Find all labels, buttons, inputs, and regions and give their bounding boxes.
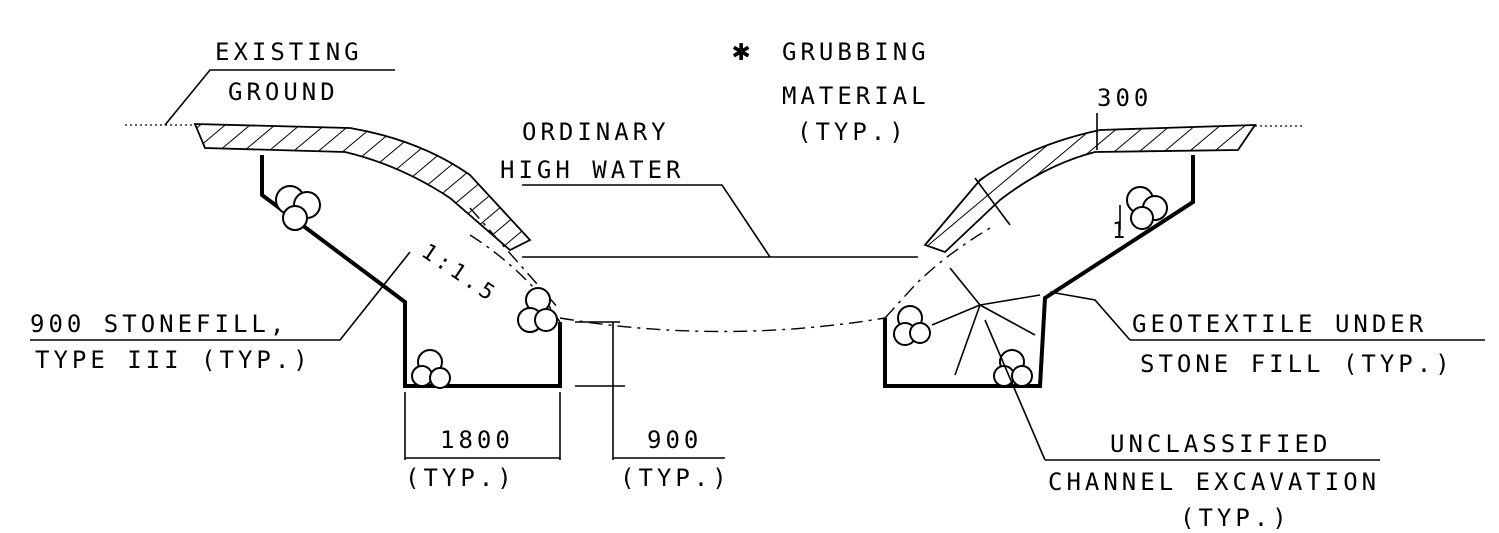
left-stonefill-outline — [260, 155, 562, 388]
svg-text:(TYP.): (TYP.) — [405, 464, 516, 492]
dimension-1800-label: 1800 (TYP.) — [405, 426, 516, 492]
svg-text:900 STONEFILL,: 900 STONEFILL, — [30, 310, 288, 338]
svg-text:STONE FILL (TYP.): STONE FILL (TYP.) — [1140, 350, 1454, 378]
svg-text:GROUND: GROUND — [228, 78, 339, 106]
dimension-900-label: 900 (TYP.) — [620, 426, 731, 492]
leader-lines — [30, 69, 1485, 461]
slope-marker-label: 1 — [1112, 219, 1129, 244]
left-stones — [275, 185, 558, 389]
right-stones — [893, 186, 1168, 387]
stonefill-label: 900 STONEFILL, TYPE III (TYP.) — [30, 310, 312, 374]
svg-text:1800: 1800 — [440, 426, 514, 454]
svg-text:MATERIAL: MATERIAL — [782, 82, 930, 110]
svg-text:900: 900 — [647, 426, 702, 454]
grubbing-material-label: ✱ GRUBBING MATERIAL (TYP.) — [732, 33, 930, 146]
svg-text:(TYP.): (TYP.) — [1180, 504, 1291, 532]
svg-text:HIGH WATER: HIGH WATER — [500, 156, 685, 184]
slope-ratio-label: 1:1.5 — [417, 239, 502, 308]
svg-text:CHANNEL EXCAVATION: CHANNEL EXCAVATION — [1048, 468, 1380, 496]
existing-ground-label: EXISTING GROUND — [215, 38, 363, 106]
geotextile-label: GEOTEXTILE UNDER STONE FILL (TYP.) — [1132, 310, 1454, 378]
asterisk-icon: ✱ — [732, 33, 754, 68]
ordinary-high-water-label: ORDINARY HIGH WATER — [500, 118, 685, 184]
svg-text:GEOTEXTILE UNDER: GEOTEXTILE UNDER — [1132, 310, 1427, 338]
svg-text:(TYP.): (TYP.) — [620, 464, 731, 492]
svg-text:GRUBBING: GRUBBING — [782, 38, 930, 66]
right-stonefill-outline — [883, 155, 1195, 388]
svg-text:EXISTING: EXISTING — [215, 38, 363, 66]
existing-ground-line — [125, 124, 1305, 127]
unclassified-excavation-label: UNCLASSIFIED CHANNEL EXCAVATION (TYP.) — [1048, 430, 1380, 532]
svg-text:ORDINARY: ORDINARY — [522, 118, 670, 146]
svg-text:UNCLASSIFIED: UNCLASSIFIED — [1110, 430, 1331, 458]
svg-text:(TYP.): (TYP.) — [797, 118, 908, 146]
dimension-lines — [404, 321, 725, 460]
left-grubbing-hatch — [193, 123, 532, 252]
right-grubbing-hatch — [923, 124, 1257, 254]
svg-text:TYPE III (TYP.): TYPE III (TYP.) — [35, 346, 312, 374]
dimension-300-label: 300 — [1097, 84, 1152, 112]
